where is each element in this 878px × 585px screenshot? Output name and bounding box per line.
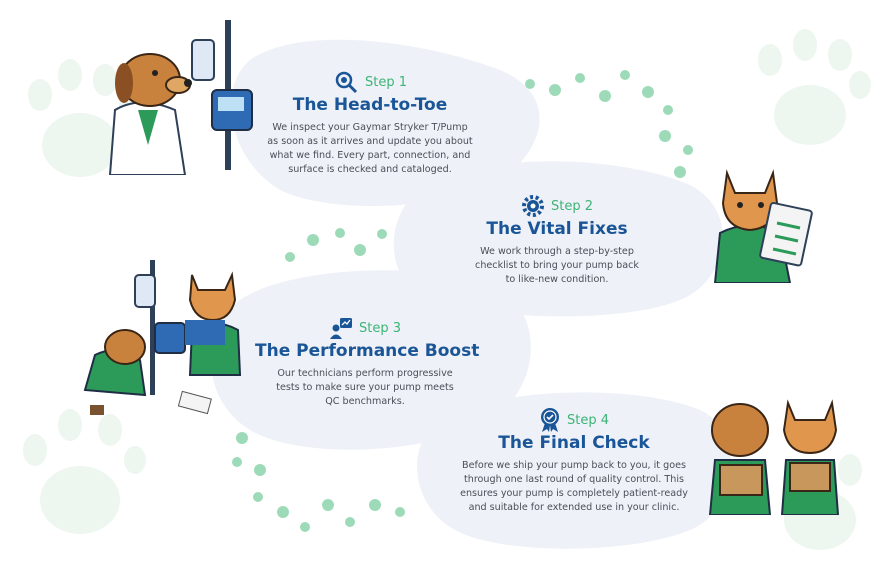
award-badge-icon: [540, 408, 559, 432]
description-line: We inspect your Gaymar Stryker T/Pump: [272, 122, 468, 133]
step-description: Before we ship your pump back to you, it…: [454, 459, 694, 515]
technician-chart-icon: [329, 318, 352, 339]
description-line: checklist to bring your pump back: [475, 260, 639, 271]
step-title: The Final Check: [498, 433, 650, 453]
content-blobs: [211, 39, 731, 549]
description-line: QC benchmarks.: [325, 396, 405, 407]
magnifier-gear-icon: [335, 71, 358, 94]
description-line: tests to make sure your pump meets: [276, 382, 454, 393]
step-label: Step 3: [358, 320, 401, 336]
step-description: Our technicians perform progressive tests…: [255, 367, 475, 409]
dog-cat-boxes-illustration: [708, 399, 840, 515]
paw-trail: [232, 70, 693, 532]
technicians-testing-illustration: [83, 260, 242, 415]
description-line: Our technicians perform progressive: [277, 368, 453, 379]
cat-clipboard-illustration: [713, 169, 813, 283]
description-line: ensures your pump is completely patient-…: [460, 488, 688, 499]
description-line: through one last round of quality contro…: [463, 474, 685, 485]
description-line: surface is checked and cataloged.: [288, 164, 452, 175]
step-1-card: Step 1 The Head-to-Toe We inspect your G…: [260, 70, 480, 177]
step-3-card: Step 3 The Performance Boost Our technic…: [255, 316, 480, 409]
step-description: We work through a step-by-step checklist …: [457, 245, 657, 287]
step-label: Step 2: [550, 198, 593, 214]
description-line: and suitable for extended use in your cl…: [468, 502, 680, 513]
description-line: We work through a step-by-step: [480, 246, 634, 257]
step-title: The Head-to-Toe: [292, 95, 448, 115]
step-label: Step 1: [364, 74, 407, 90]
description-line: to like-new condition.: [505, 274, 609, 285]
background-paws: [23, 29, 871, 550]
description-line: as soon as it arrives and update you abo…: [267, 136, 473, 147]
step-description: We inspect your Gaymar Stryker T/Pump as …: [260, 121, 480, 177]
step-2-card: Step 2 The Vital Fixes We work through a…: [457, 194, 657, 287]
gear-icon: [521, 195, 544, 217]
step-title: The Vital Fixes: [486, 219, 628, 239]
description-line: Before we ship your pump back to you, it…: [462, 460, 686, 471]
step-label: Step 4: [566, 412, 609, 428]
dog-vet-iv-pump-illustration: [108, 20, 253, 175]
step-title: The Performance Boost: [255, 341, 480, 361]
step-4-card: Step 4 The Final Check Before we ship yo…: [454, 408, 694, 515]
description-line: what we find. Every part, connection, an…: [269, 150, 471, 161]
